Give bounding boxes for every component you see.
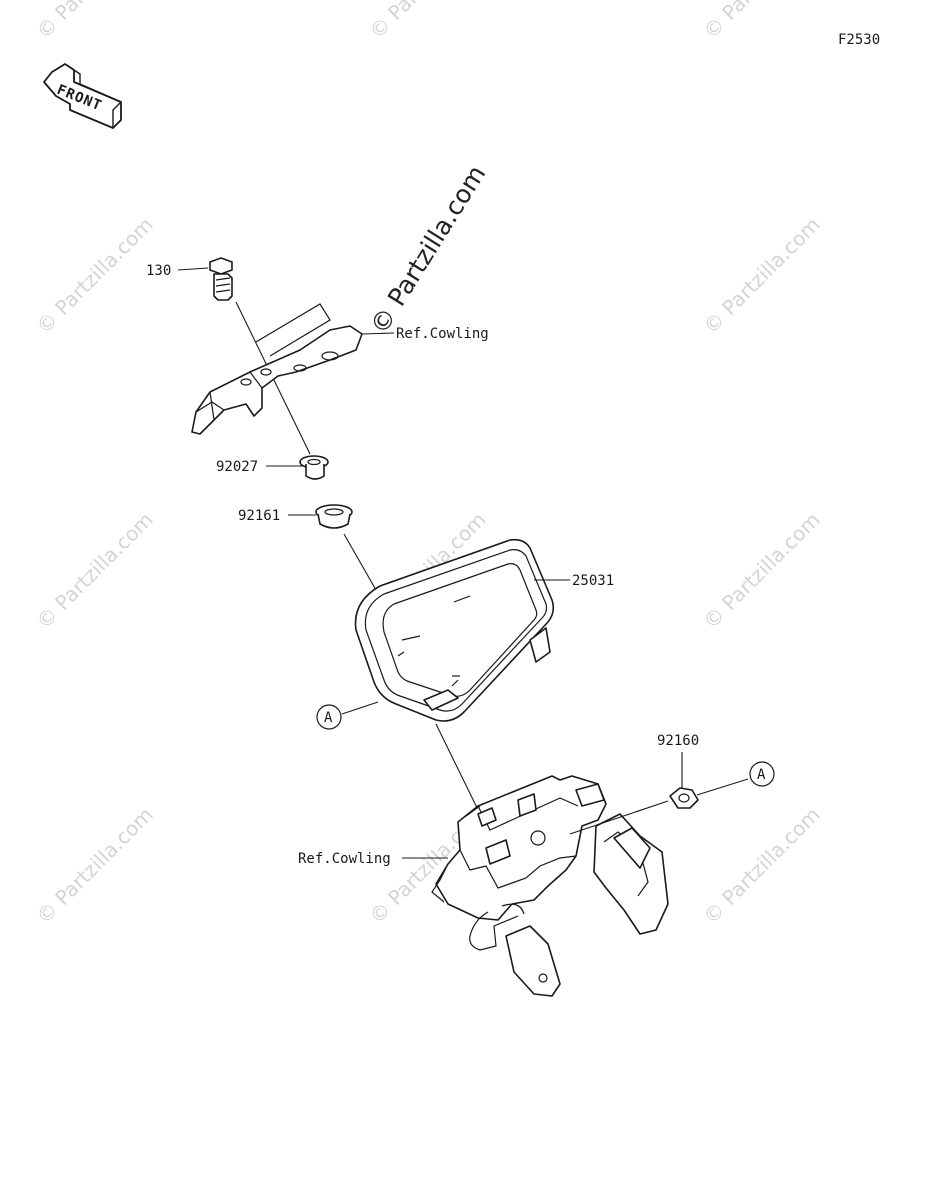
label-25031: 25031 xyxy=(572,573,614,589)
assembly-line-lower xyxy=(435,723,483,819)
watermark: © Partzilla.com xyxy=(699,0,825,44)
watermark: © Partzilla.com xyxy=(699,507,825,633)
meter-assembly-25031 xyxy=(354,538,555,722)
upper-bracket xyxy=(191,303,363,435)
label-ref-a-left: A xyxy=(324,710,333,726)
center-watermark: © Partzilla.com xyxy=(364,160,491,339)
label-92027: 92027 xyxy=(216,459,258,475)
label-92160: 92160 xyxy=(657,733,699,749)
watermark: © Partzilla.com xyxy=(32,212,158,338)
watermark: © Partzilla.com xyxy=(32,507,158,633)
assembly-line-middle xyxy=(343,533,377,591)
leader-bolt xyxy=(177,267,209,271)
collar-92027 xyxy=(299,455,329,480)
front-direction-arrow-icon: FRONT xyxy=(43,63,122,129)
label-ref-cowling-bottom: Ref.Cowling xyxy=(298,851,391,867)
ref-circle-a-left xyxy=(316,704,342,730)
leader-ref-a-right xyxy=(696,778,749,796)
watermark: © Partzilla.com xyxy=(32,802,158,928)
ref-circle-a-right xyxy=(749,761,775,787)
watermark: © Partzilla.com xyxy=(699,212,825,338)
watermarks: © Partzilla.com © Partzilla.com © Partzi… xyxy=(32,0,825,929)
watermark: © Partzilla.com xyxy=(699,802,825,928)
leader-ref-a-left xyxy=(341,701,379,715)
figure-code: F2530 xyxy=(838,32,880,48)
label-ref-a-right: A xyxy=(757,767,766,783)
label-ref-cowling-top: Ref.Cowling xyxy=(396,326,489,342)
grommet-92161 xyxy=(315,504,353,529)
lower-bracket-stay xyxy=(431,775,669,997)
leader-ref-cowling-top xyxy=(361,332,395,335)
bolt-130 xyxy=(209,257,233,301)
watermark: © Partzilla.com xyxy=(32,0,158,44)
label-130: 130 xyxy=(146,263,171,279)
nut-92160 xyxy=(669,787,699,809)
label-92161: 92161 xyxy=(238,508,280,524)
watermark: © Partzilla.com xyxy=(365,0,491,44)
assembly-line-nut xyxy=(569,800,669,835)
